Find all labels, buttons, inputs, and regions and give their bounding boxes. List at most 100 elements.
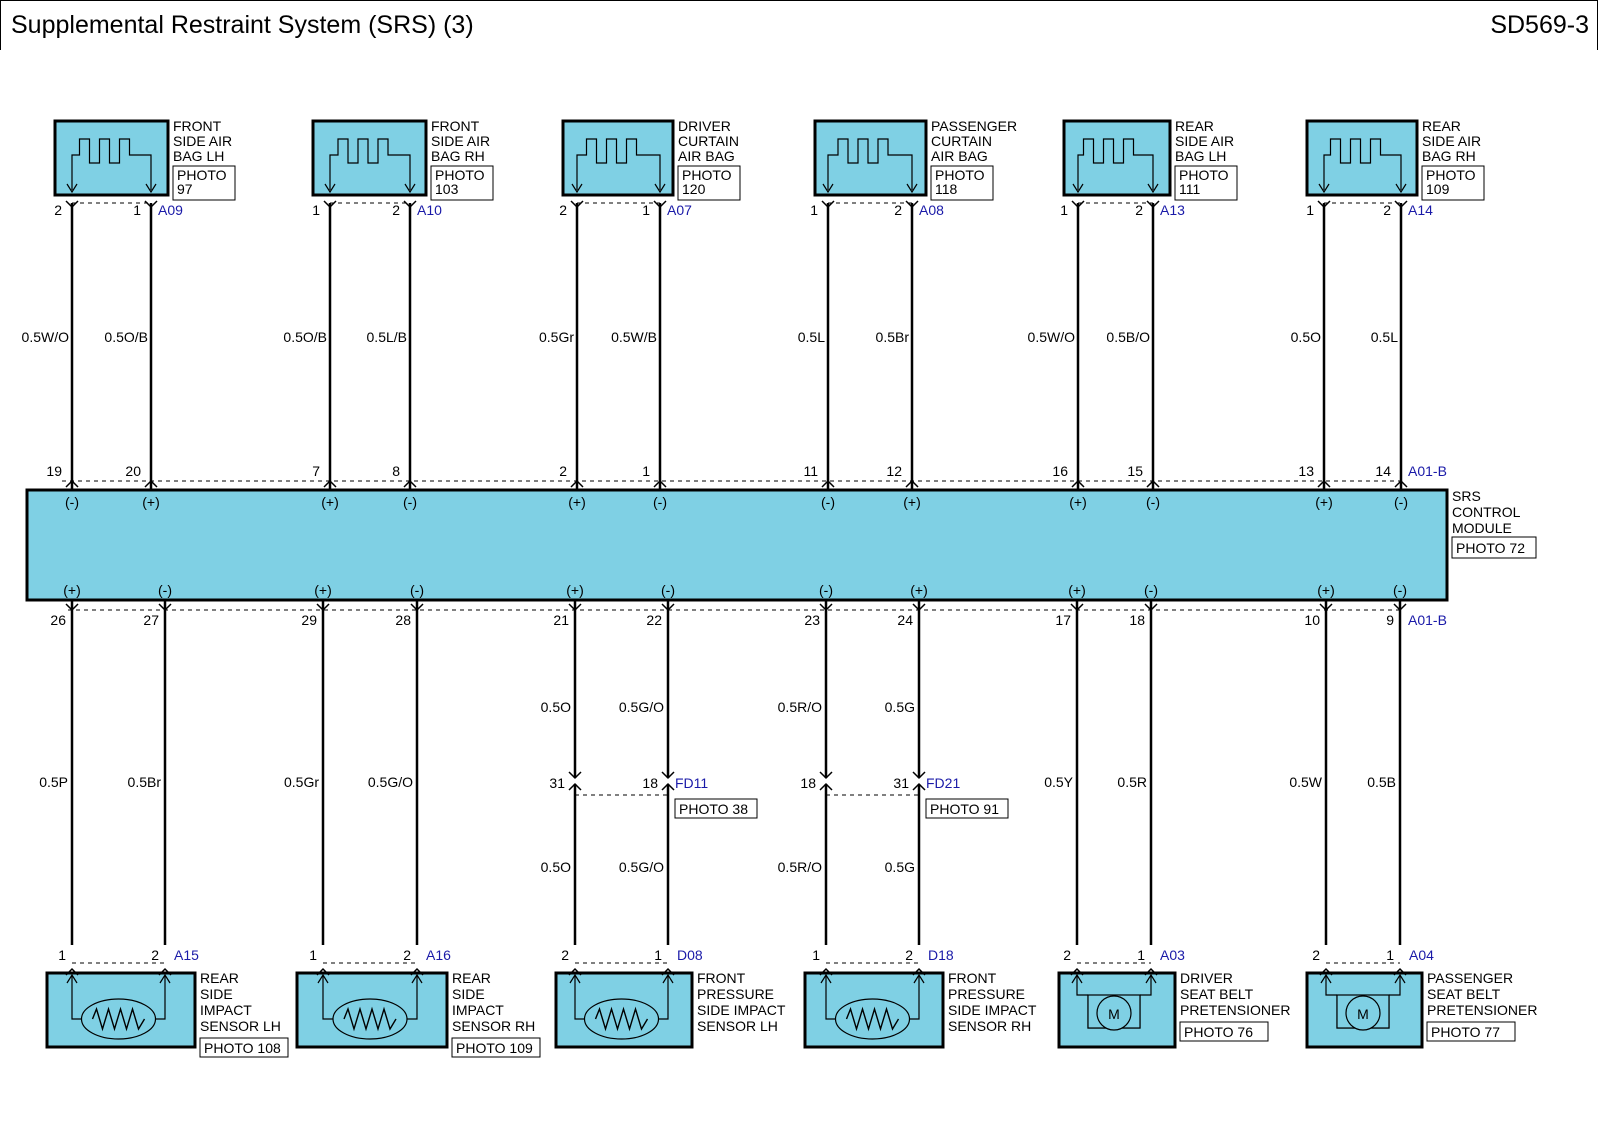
- module-pin-mark: [570, 479, 584, 488]
- pin-number: 1: [654, 947, 662, 963]
- pin-number: 1: [642, 202, 650, 218]
- squib-icon: [66, 138, 157, 194]
- photo-label: PHOTO 109: [456, 1040, 533, 1056]
- module-pin-number: 16: [1052, 463, 1068, 479]
- module-pin-number: 7: [312, 463, 320, 479]
- polarity-label: (-): [653, 494, 667, 510]
- arrow-head: [1395, 183, 1407, 194]
- polarity-label: (+): [142, 494, 160, 510]
- sensor-trace: [322, 976, 418, 1020]
- pin-number: 1: [58, 947, 66, 963]
- wire-color-label: 0.5L: [1371, 329, 1398, 345]
- component-name-line: FRONT: [697, 970, 746, 986]
- arrow-head: [159, 973, 171, 984]
- module-photo-label: PHOTO 72: [1456, 540, 1525, 556]
- inline-photo-label: PHOTO 91: [930, 801, 999, 817]
- squib-trace: [71, 138, 152, 190]
- connector-label: A14: [1408, 202, 1433, 218]
- component-name-line: DRIVER: [1180, 970, 1233, 986]
- motor-circle: [1345, 995, 1381, 1031]
- polarity-label: (-): [1144, 582, 1158, 598]
- arrow-head: [822, 183, 834, 194]
- module-pin-mark: [144, 479, 158, 488]
- component-name-line: SEAT BELT: [1427, 986, 1501, 1002]
- pin-mark: [144, 200, 158, 209]
- wire-color-label: 0.5G: [885, 699, 915, 715]
- module-pin-mark: [323, 479, 337, 488]
- component-name-line: SENSOR LH: [200, 1018, 281, 1034]
- pin-mark: [1144, 967, 1158, 976]
- module-pin-number: 2: [559, 463, 567, 479]
- arrow-head: [662, 973, 674, 984]
- polarity-label: (+): [1068, 582, 1086, 598]
- arrow-head: [571, 183, 583, 194]
- inline-photo-box: [925, 798, 1009, 819]
- module-pin-mark: [65, 479, 79, 488]
- photo-box: [1426, 1021, 1516, 1042]
- pin-number: 2: [1063, 947, 1071, 963]
- module-name-line: CONTROL: [1452, 504, 1521, 520]
- squib-trace: [329, 138, 411, 190]
- wire-color-label: 0.5G: [885, 859, 915, 875]
- resistor-zigzag: [91, 1006, 146, 1032]
- wire-color-label: 0.5W/B: [611, 329, 657, 345]
- component-name-line: REAR: [1422, 118, 1461, 134]
- motor-label: M: [1108, 1006, 1120, 1022]
- pin-mark: [1071, 200, 1085, 209]
- photo-box: [930, 165, 994, 201]
- arrow-head: [404, 183, 416, 194]
- polarity-label: (-): [821, 494, 835, 510]
- wire-color-label: 0.5R: [1117, 774, 1147, 790]
- polarity-label: (-): [819, 582, 833, 598]
- polarity-label: (-): [65, 494, 79, 510]
- module-pin-number: 20: [125, 463, 141, 479]
- pin-mark: [1317, 200, 1331, 209]
- wire-color-label: 0.5B: [1367, 774, 1396, 790]
- module-pin-mark: [1144, 603, 1158, 612]
- module-pin-number: 9: [1386, 612, 1394, 628]
- polarity-label: (-): [1393, 582, 1407, 598]
- component-name-line: IMPACT: [452, 1002, 504, 1018]
- polarity-label: (+): [903, 494, 921, 510]
- component-name-line: SIDE AIR: [173, 133, 232, 149]
- wire-color-label: 0.5G/O: [619, 699, 664, 715]
- motor-icon: M: [1320, 973, 1406, 1031]
- module-pin-mark: [568, 603, 582, 612]
- arrow-head: [906, 183, 918, 194]
- module-pin-number: 23: [804, 612, 820, 628]
- resistor-zigzag: [594, 1006, 649, 1032]
- inline-photo-box: [674, 798, 758, 819]
- module-pin-number: 26: [50, 612, 66, 628]
- pin-number: 2: [403, 947, 411, 963]
- pin-mark: [1394, 200, 1408, 209]
- component-name-line: AIR BAG: [931, 148, 988, 164]
- connector-label: A07: [667, 202, 692, 218]
- polarity-label: (-): [410, 582, 424, 598]
- airbag-module-box: [53, 119, 170, 197]
- squib-icon: [822, 138, 918, 194]
- photo-label: PHOTO: [177, 167, 227, 183]
- component-name-line: BAG RH: [1422, 148, 1476, 164]
- wire-color-label: 0.5B/O: [1106, 329, 1150, 345]
- inline-pin-mark: [568, 782, 582, 791]
- module-pin-mark: [316, 603, 330, 612]
- component-name-line: PASSENGER: [931, 118, 1017, 134]
- wire-color-label: 0.5G/O: [368, 774, 413, 790]
- component-name-line: SENSOR RH: [948, 1018, 1031, 1034]
- module-pin-number: 17: [1055, 612, 1071, 628]
- connector-label: A13: [1160, 202, 1185, 218]
- squib-trace: [827, 138, 913, 190]
- sensor-ellipse: [834, 998, 911, 1040]
- component-name-line: PASSENGER: [1427, 970, 1513, 986]
- pin-number: 1: [309, 947, 317, 963]
- component-name-line: SIDE: [200, 986, 233, 1002]
- resistor-zigzag: [343, 1006, 397, 1032]
- module-pin-mark: [912, 603, 926, 612]
- pin-mark: [65, 200, 79, 209]
- arrow-head: [66, 973, 78, 984]
- arrow-head: [1071, 973, 1083, 984]
